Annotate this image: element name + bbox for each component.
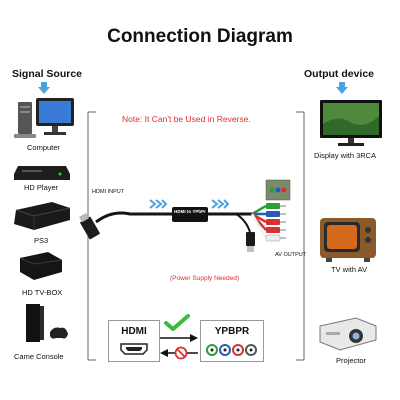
source-label-game-console: Came Console (14, 352, 64, 361)
ypbpr-legend-label: YPBPR (214, 326, 250, 337)
tv-box-icon (19, 252, 63, 280)
av-output-label: AV OUTPUT (275, 252, 307, 258)
power-supply-label: (Power Supply Needed) (170, 275, 240, 282)
reverse-note: Note: It Can't be Used in Reverse. (122, 114, 251, 124)
output-down-arrow-icon (336, 82, 348, 94)
game-console-icon (26, 304, 68, 342)
crt-tv-icon (320, 218, 376, 262)
hdmi-connector-icon (79, 213, 100, 240)
hdmi-input-label: HDMI INPUT (92, 189, 125, 195)
output-label-display: Display with 3RCA (314, 151, 377, 160)
source-label-computer: Computer (27, 143, 60, 152)
output-label-tv: TV with AV (331, 265, 368, 274)
source-label-tv-box: HD TV-BOX (22, 288, 63, 297)
left-chevrons-icon (149, 199, 168, 209)
source-down-arrow-icon (38, 82, 50, 94)
converter-label: HDMI to YPbPr (174, 209, 206, 214)
signal-source-heading: Signal Source (12, 68, 83, 80)
flat-display-icon (320, 100, 382, 146)
reverse-prohibited-icon (160, 346, 198, 360)
computer-icon (14, 98, 74, 138)
rca-ports-icon (206, 344, 257, 356)
output-device-heading: Output device (304, 68, 375, 80)
ypbpr-legend-box: YPBPR (200, 320, 264, 362)
source-label-hd-player: HD Player (24, 183, 59, 192)
right-chevrons-icon (211, 199, 230, 209)
hdmi-legend-box: HDMI (108, 320, 160, 362)
forward-arrow-icon (160, 334, 198, 342)
projector-icon (319, 317, 377, 351)
hdmi-port-icon (120, 343, 148, 355)
diagram-title: Connection Diagram (107, 26, 293, 47)
source-label-ps3: PS3 (34, 236, 49, 245)
check-icon (164, 314, 190, 331)
ps3-console-icon (14, 202, 71, 230)
output-label-projector: Projector (336, 356, 367, 365)
hdmi-legend-label: HDMI (121, 326, 147, 337)
hd-player-icon (14, 166, 70, 180)
